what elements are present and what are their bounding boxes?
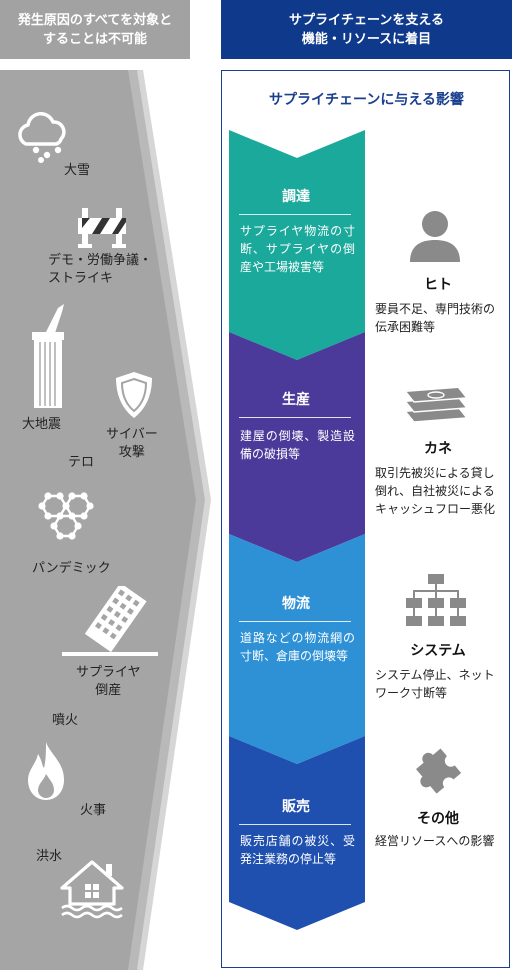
resource-desc-system: システム停止、ネットワーク寸断等 <box>375 668 495 700</box>
person-icon <box>410 211 460 262</box>
shield-icon <box>116 372 152 418</box>
cause-cyber: サイバー 攻撃 <box>106 427 158 460</box>
resource-title-other: その他 <box>417 811 459 827</box>
cause-terror: テロ <box>68 455 95 470</box>
stage-divider <box>239 621 351 622</box>
stage-title-procurement: 調達 <box>282 189 310 205</box>
resource-title-system: システム <box>410 643 466 659</box>
stage-desc-sales: 販売店舗の被災、受発注業務の停止等 <box>240 834 355 866</box>
stage-divider <box>239 214 351 215</box>
stage-title-logistics: 物流 <box>282 596 310 612</box>
money-stack-icon <box>405 388 467 423</box>
network-system-icon <box>406 574 466 626</box>
building-plane-icon <box>32 304 64 408</box>
resource-title-money: カネ <box>424 441 452 457</box>
collapsing-building-icon <box>62 586 158 656</box>
impact-panel: サプライチェーンに与える影響 <box>221 70 510 968</box>
impact-title: サプライチェーンに与える影響 <box>269 92 464 108</box>
stage-divider <box>239 417 351 418</box>
cause-snow: 大雪 <box>64 163 91 178</box>
stage-title-production: 生産 <box>282 392 310 408</box>
virus-icon <box>38 492 94 540</box>
stage-chevrons <box>229 130 365 930</box>
stage-desc-logistics: 道路などの物流網の寸断、倉庫の倒壊等 <box>240 631 355 663</box>
header-right: サプライチェーンを支える 機能・リソースに着目 <box>221 0 512 59</box>
cause-pandemic: パンデミック <box>32 561 111 576</box>
header-right-text: サプライチェーンを支える 機能・リソースに着目 <box>289 12 444 47</box>
cause-eruption: 噴火 <box>52 713 79 728</box>
resource-desc-people: 要員不足、専門技術の伝承困難等 <box>375 302 496 334</box>
cause-earthquake: 大地震 <box>22 417 62 432</box>
cause-fire: 火事 <box>80 803 107 818</box>
resource-desc-money: 取引先被災による貸し倒れ、自社被災によるキャッシュフロー悪化 <box>375 466 496 516</box>
stage-shape-procurement <box>229 130 365 360</box>
stage-divider <box>239 824 351 825</box>
resource-title-people: ヒト <box>424 277 452 293</box>
puzzle-piece-icon <box>416 748 462 794</box>
header-left: 発生原因のすべてを対象と することは不可能 <box>0 0 190 59</box>
stage-title-sales: 販売 <box>282 799 310 815</box>
resource-desc-other: 経営リソースへの影響 <box>375 834 495 848</box>
cause-flood: 洪水 <box>36 849 63 864</box>
barricade-icon <box>78 208 126 248</box>
cause-supplier: サプライヤ 倒産 <box>76 665 141 698</box>
stage-desc-procurement: サプライヤ物流の寸断、サプライヤの倒産や工場被害等 <box>240 224 355 274</box>
header-left-text: 発生原因のすべてを対象と することは不可能 <box>17 12 173 47</box>
causes-area: 大雪 デモ・労働争議・ ストライキ 大地震 サイバー 攻撃 テロ <box>0 70 222 970</box>
flooded-house-icon <box>60 860 124 919</box>
fire-icon <box>28 742 64 800</box>
stage-desc-production: 建屋の倒壊、製造設備の破損等 <box>240 429 355 461</box>
cause-demo: デモ・労働争議・ ストライキ <box>48 253 153 286</box>
causes-arrow-panel <box>0 70 212 970</box>
snow-cloud-icon <box>18 112 66 163</box>
stage-shape-logistics <box>229 534 365 764</box>
stage-shape-sales <box>229 736 365 930</box>
stage-shape-production <box>229 332 365 562</box>
